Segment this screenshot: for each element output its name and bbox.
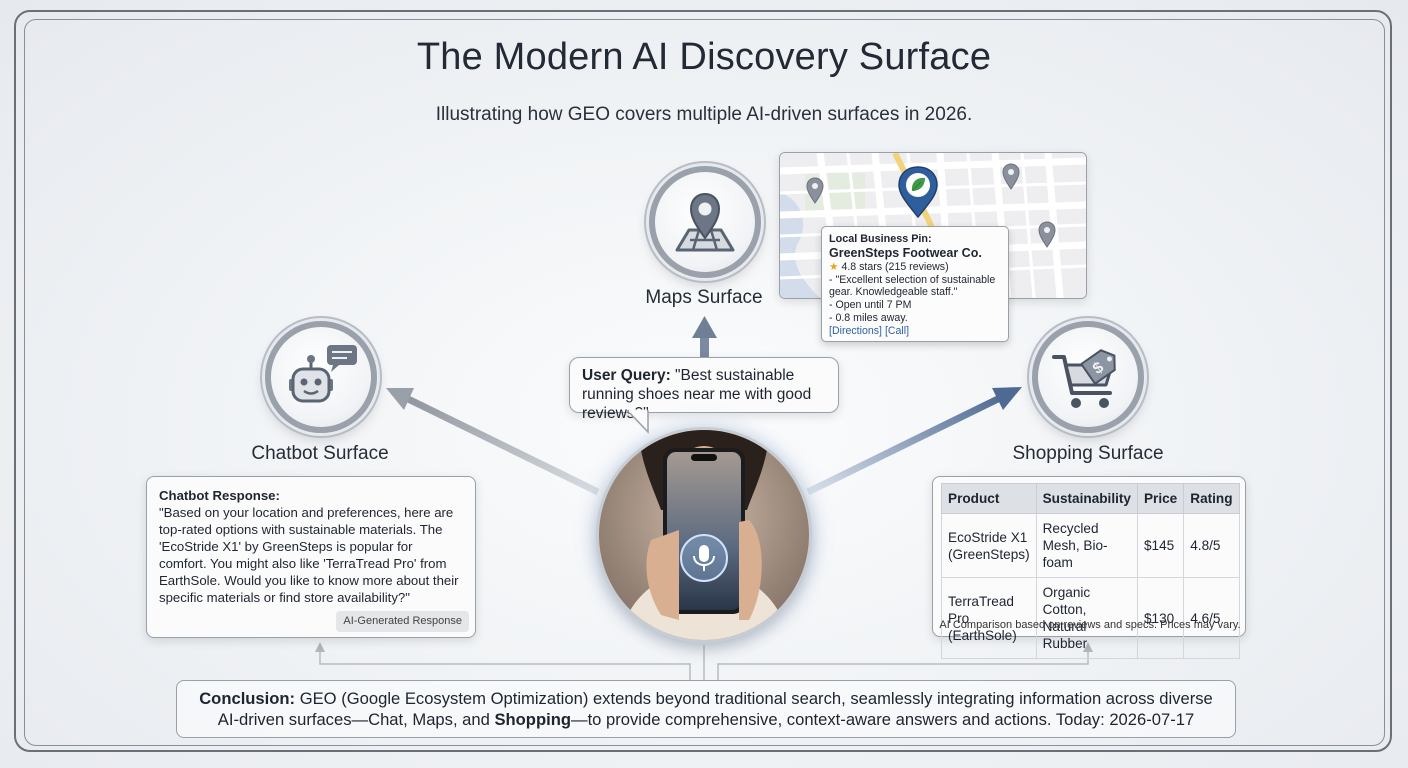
ai-generated-badge: AI-Generated Response (336, 611, 469, 632)
call-link[interactable]: [Call] (884, 324, 910, 337)
map-pin-icon (675, 192, 735, 252)
shopping-surface-label: Shopping Surface (1012, 443, 1164, 464)
comparison-note: AI Comparison based on reviews and specs… (939, 619, 1241, 631)
cell-price: $130 (1136, 577, 1185, 659)
shopping-surface-icon-circle: $ (1032, 321, 1144, 433)
arrow-to-shopping (806, 387, 1022, 496)
maps-surface-icon-circle (649, 166, 761, 278)
arrow-to-maps (692, 316, 717, 358)
table-row[interactable]: TerraTread Pro (EarthSole) Organic Cotto… (941, 577, 1240, 659)
arrow-to-chatbot (386, 388, 600, 496)
business-rating: 4.8 stars (215 reviews) (841, 260, 949, 273)
query-label: User Query: (582, 367, 671, 384)
person-with-phone (599, 430, 809, 640)
column-header-sustainability: Sustainability (1035, 483, 1138, 514)
chatbot-response-body: "Based on your location and preferences,… (159, 505, 459, 605)
conclusion-label: Conclusion: (199, 689, 296, 708)
business-name: GreenSteps Footwear Co. (829, 245, 982, 260)
robot-chat-icon (289, 345, 357, 403)
business-hours: - Open until 7 PM (829, 299, 912, 312)
cell-rating: 4.8/5 (1183, 513, 1240, 578)
shopping-cart-tag-icon: $ (1052, 349, 1116, 408)
user-query-bubble: User Query: "Best sustainable running sh… (569, 357, 839, 422)
conclusion-text-part1: GEO (Google Ecosystem Optimization) exte… (217, 689, 1213, 729)
chatbot-response-card: Chatbot Response: "Based on your locatio… (146, 476, 476, 638)
cell-product: EcoStride X1 (GreenSteps) (941, 513, 1037, 578)
directions-link[interactable]: [Directions] (829, 324, 882, 337)
shopping-comparison-card: Product Sustainability Price Rating EcoS… (932, 476, 1246, 659)
inner-frame (24, 19, 1385, 746)
column-header-rating: Rating (1183, 483, 1240, 514)
table-row[interactable]: EcoStride X1 (GreenSteps) Recycled Mesh,… (941, 513, 1240, 578)
cell-rating: 4.6/5 (1183, 577, 1240, 659)
business-pin-icon (898, 166, 938, 219)
conclusion-shopping-word: Shopping (494, 710, 571, 729)
cell-product: TerraTread Pro (EarthSole) (941, 577, 1037, 659)
cell-sustainability: Recycled Mesh, Bio-foam (1035, 513, 1138, 578)
column-header-product: Product (941, 483, 1037, 514)
column-header-price: Price (1136, 483, 1185, 514)
page-title: The Modern AI Discovery Surface (416, 36, 992, 78)
star-icon: ★ (829, 260, 839, 273)
conclusion-text-part2: —to provide comprehensive, context-aware… (570, 710, 1195, 729)
chatbot-surface-icon-circle (265, 321, 377, 433)
cell-price: $145 (1136, 513, 1185, 578)
chatbot-response-heading: Chatbot Response: (159, 488, 280, 503)
maps-surface-label: Maps Surface (645, 287, 763, 308)
business-info-popup: Local Business Pin: GreenSteps Footwear … (821, 226, 1009, 342)
chatbot-surface-label: Chatbot Surface (251, 443, 389, 464)
voice-query-illustration (599, 430, 809, 640)
page-subtitle: Illustrating how GEO covers multiple AI-… (435, 104, 973, 125)
business-review: - "Excellent selection of sustainable ge… (829, 273, 996, 299)
business-distance: - 0.8 miles away. (829, 311, 908, 324)
outer-frame (14, 10, 1392, 752)
popup-heading: Local Business Pin: (829, 233, 932, 245)
conclusion-box: Conclusion: GEO (Google Ecosystem Optimi… (176, 680, 1236, 738)
cell-sustainability: Organic Cotton, Natural Rubber (1035, 577, 1138, 659)
product-comparison-table: Product Sustainability Price Rating EcoS… (941, 483, 1240, 659)
